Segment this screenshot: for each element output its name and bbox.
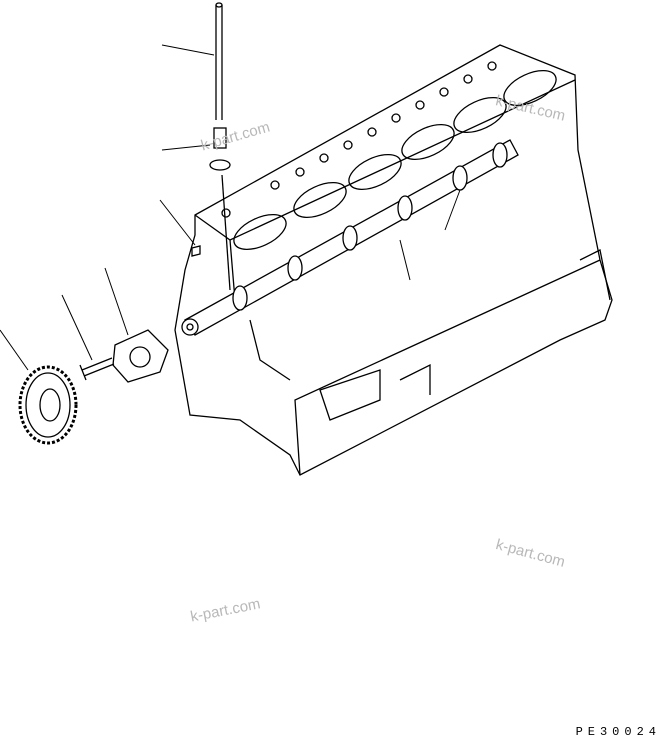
drawing-code: PE30024 bbox=[575, 725, 661, 739]
camshaft bbox=[181, 139, 519, 336]
cam-gear bbox=[18, 365, 78, 445]
push-rod bbox=[209, 2, 231, 291]
bolt bbox=[79, 357, 115, 381]
dowel-pin bbox=[191, 245, 201, 257]
bolt-holes bbox=[221, 61, 497, 218]
cylinder-bores bbox=[233, 70, 557, 250]
leader-lines bbox=[0, 44, 461, 371]
cylinder-block bbox=[174, 44, 613, 476]
thrust-plate bbox=[112, 329, 169, 383]
